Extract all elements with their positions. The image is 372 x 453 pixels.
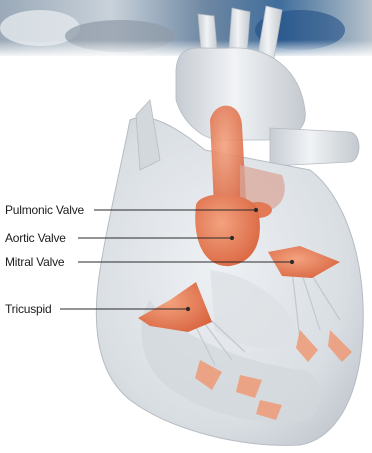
label-tricuspid: Tricuspid: [5, 302, 51, 316]
label-mitral-valve: Mitral Valve: [5, 255, 64, 269]
label-pulmonic-valve: Pulmonic Valve: [5, 203, 84, 217]
surgical-room-photo: [0, 0, 372, 58]
label-aortic-valve: Aortic Valve: [5, 231, 66, 245]
